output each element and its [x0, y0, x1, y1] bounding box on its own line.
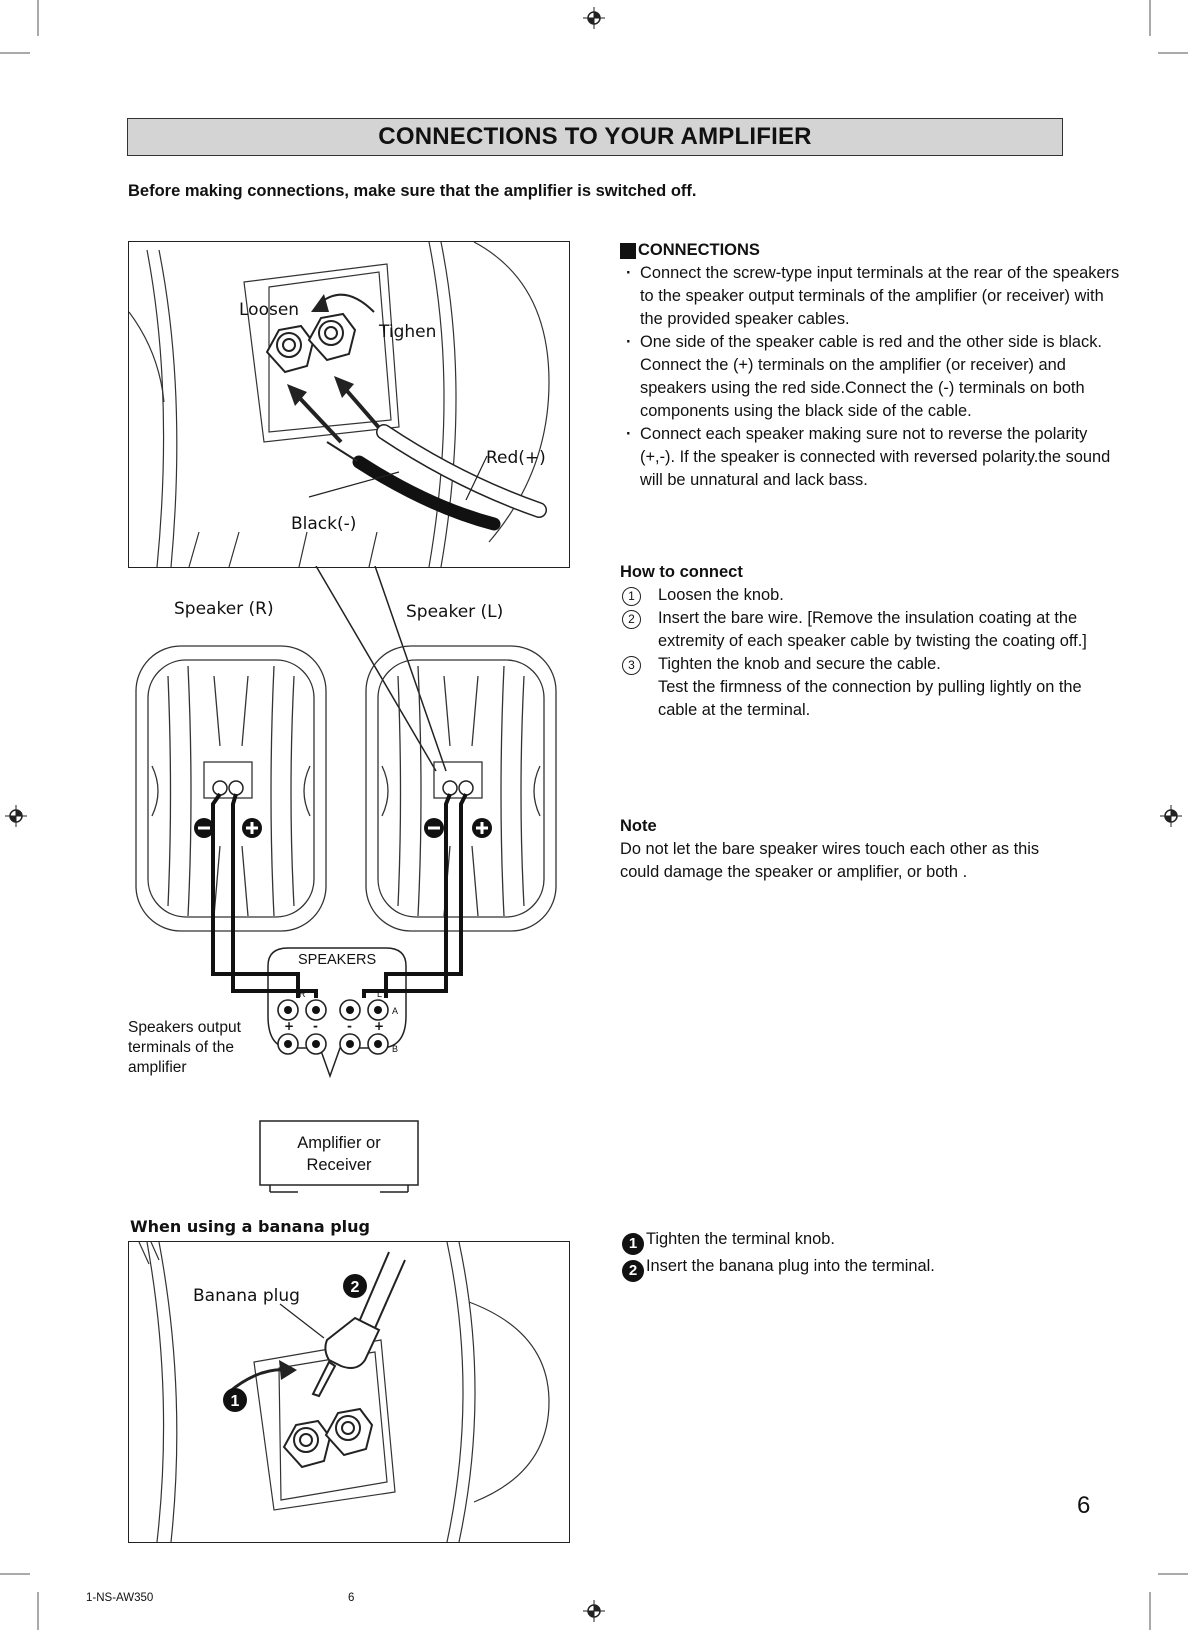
registration-mark-icon	[5, 805, 27, 827]
list-item: Connect the screw-type input terminals a…	[620, 262, 1120, 331]
red-label: Red(+)	[486, 448, 546, 468]
registration-mark-icon	[1160, 805, 1182, 827]
banana-plug-figure: 2 1 Banana plug	[128, 1241, 570, 1543]
svg-text:-: -	[347, 1019, 352, 1033]
step-number: 2	[622, 610, 641, 629]
page-title: CONNECTIONS TO YOUR AMPLIFIER	[127, 118, 1063, 156]
row-b-label: B	[392, 1044, 399, 1054]
page-number: 6	[1077, 1492, 1091, 1519]
terminal-closeup-figure: Loosen Tighen Red(+) Black(-)	[128, 241, 570, 568]
step-number: 1	[622, 587, 641, 606]
note-section: Note Do not let the bare speaker wires t…	[620, 817, 1080, 884]
registration-mark-icon	[583, 1600, 605, 1622]
footer-page: 6	[348, 1592, 355, 1604]
tighten-label: Tighen	[379, 322, 437, 342]
list-item: 3 Tighten the knob and secure the cable.…	[620, 653, 1120, 722]
list-item: Connect each speaker making sure not to …	[620, 423, 1120, 492]
footer-code: 1-NS-AW350	[86, 1592, 154, 1604]
speaker-r-label: Speaker (R)	[174, 599, 274, 619]
connections-heading: CONNECTIONS	[620, 241, 1120, 260]
svg-text:+: +	[284, 1019, 294, 1033]
output-terminals-label: Speakers output terminals of the amplifi…	[128, 1019, 241, 1076]
amplifier-label: Amplifier or Receiver	[297, 1134, 381, 1174]
loosen-label: Loosen	[239, 300, 300, 320]
registration-mark-icon	[583, 7, 605, 29]
speaker-l-label: Speaker (L)	[406, 602, 504, 622]
banana-plug-label: Banana plug	[193, 1286, 300, 1306]
speakers-panel-label: SPEAKERS	[298, 952, 377, 968]
how-to-heading: How to connect	[620, 563, 743, 581]
connections-section: CONNECTIONS Connect the screw-type input…	[620, 241, 1120, 492]
list-item: 1 Loosen the knob.	[620, 584, 1120, 607]
row-a-label: A	[392, 1006, 399, 1016]
list-item: 2 Insert the bare wire. [Remove the insu…	[620, 607, 1120, 653]
banana-heading: When using a banana plug	[130, 1217, 371, 1236]
list-item: One side of the speaker cable is red and…	[620, 331, 1120, 423]
square-bullet-icon	[620, 242, 636, 259]
black-label: Black(-)	[291, 514, 357, 534]
svg-text:+: +	[374, 1019, 384, 1033]
wiring-diagram: + - - + Speaker (R) Speaker (L) SPEAKERS R…	[128, 565, 568, 1196]
terminal-r-label: R	[299, 989, 306, 999]
how-to-section: How to connect 1 Loosen the knob. 2 Inse…	[620, 563, 1120, 722]
steps-list: 1 Loosen the knob. 2 Insert the bare wir…	[620, 584, 1120, 722]
note-heading: Note	[620, 817, 657, 835]
step-number: 3	[622, 656, 641, 675]
warning-text: Before making connections, make sure tha…	[128, 182, 697, 200]
step-number: 2	[622, 1260, 644, 1282]
svg-text:2: 2	[351, 1279, 360, 1296]
svg-text:-: -	[313, 1019, 318, 1033]
connections-list: Connect the screw-type input terminals a…	[620, 262, 1120, 492]
step-number: 1	[622, 1233, 644, 1255]
note-text: Do not let the bare speaker wires touch …	[620, 840, 1040, 881]
terminal-l-label: L	[377, 989, 383, 999]
svg-text:1: 1	[231, 1393, 240, 1410]
